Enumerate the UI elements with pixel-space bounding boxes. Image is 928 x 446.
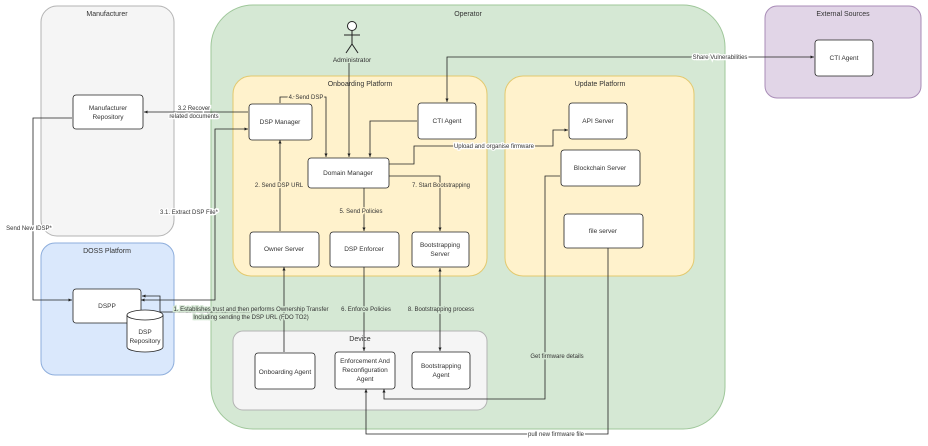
label-send-dsp-url: 2. Send DSP URL	[255, 183, 304, 189]
administrator-label: Administrator	[333, 57, 372, 64]
label-get-firmware-details: Get firmware details	[530, 354, 583, 360]
edge-cti-domain	[368, 120, 417, 157]
node-cti-agent-external[interactable]: CTI Agent	[814, 39, 874, 77]
edge-get-firmware-details	[382, 175, 560, 400]
node-bootstrapping-server[interactable]: Bootstrapping Server	[411, 231, 470, 268]
label-enforce-policies: 6. Enforce Policies	[341, 307, 391, 313]
administrator-actor: Administrator	[333, 21, 372, 64]
node-dsp-repository[interactable]: DSP Repository	[126, 309, 164, 353]
cti-agent-external-label: CTI Agent	[830, 55, 859, 62]
administrator-icon	[344, 21, 360, 54]
bootstrapping-agent-line-1: Bootstrapping	[421, 363, 461, 370]
edge-ownership-transfer	[142, 294, 250, 313]
api-server-label: API Server	[582, 118, 614, 125]
enforcement-agent-line-3: Agent	[357, 376, 374, 383]
node-api-server[interactable]: API Server	[568, 102, 628, 140]
cti-agent-onboarding-label: CTI Agent	[433, 118, 462, 125]
external-sources-title: External Sources	[816, 11, 870, 18]
edge-send-dsp	[279, 96, 328, 157]
bootstrapping-server-line-1: Bootstrapping	[420, 242, 460, 249]
label-establish-trust-1: 1. Establishes trust and then performs O…	[173, 307, 328, 313]
edge-labels: 4. Send DSP 3.2 Recover related document…	[5, 54, 749, 440]
dsp-repository-line-1: DSP	[138, 329, 151, 336]
manufacturer-title: Manufacturer	[86, 11, 128, 18]
dsp-repository-line-2: Repository	[129, 338, 161, 345]
blockchain-server-label: Blockchain Server	[574, 165, 627, 172]
label-pull-firmware-file: pull new firmware file	[528, 432, 585, 438]
onboarding-agent-label: Onboarding Agent	[259, 369, 312, 376]
bootstrapping-server-line-2: Server	[430, 251, 450, 258]
edge-extract-dsp-file	[141, 127, 248, 302]
node-domain-manager[interactable]: Domain Manager	[307, 157, 390, 189]
edge-share-vulnerabilities	[445, 55, 814, 102]
onboarding-platform-title: Onboarding Platform	[328, 81, 393, 88]
operator-title: Operator	[454, 11, 482, 18]
node-blockchain-server[interactable]: Blockchain Server	[560, 149, 641, 187]
doss-platform-title: DOSS Platform	[83, 248, 131, 255]
edge-send-new-idsp	[32, 117, 72, 302]
enforcement-agent-line-1: Enforcement And	[340, 358, 390, 365]
dsp-enforcer-label: DSP Enforcer	[344, 246, 384, 253]
update-platform-title: Update Platform	[575, 81, 626, 88]
label-recover-docs-2: related documents	[169, 114, 218, 120]
node-file-server[interactable]: file server	[563, 213, 644, 249]
bootstrapping-agent-line-2: Agent	[433, 372, 450, 379]
label-recover-docs-1: 3.2 Recover	[178, 106, 210, 112]
node-dspp[interactable]: DSPP	[72, 288, 142, 324]
label-send-new-idsp: Send New IDSP*	[6, 226, 52, 232]
node-manufacturer-repository[interactable]: Manufacturer Repository	[72, 94, 144, 130]
node-dsp-enforcer[interactable]: DSP Enforcer	[329, 231, 400, 268]
dspp-label: DSPP	[98, 303, 116, 310]
enforcement-agent-line-2: Reconfiguration	[342, 367, 388, 374]
node-onboarding-agent[interactable]: Onboarding Agent	[254, 352, 316, 390]
label-share-vulnerabilities: Share Vulnerabilities	[693, 55, 748, 61]
dsp-manager-label: DSP Manager	[260, 119, 302, 126]
edge-upload-firmware	[389, 128, 568, 165]
file-server-label: file server	[589, 228, 618, 235]
domain-manager-label: Domain Manager	[323, 170, 374, 177]
node-bootstrapping-agent[interactable]: Bootstrapping Agent	[411, 351, 471, 390]
label-extract-dsp-file: 3.1. Extract DSP File*	[160, 210, 219, 216]
label-start-bootstrapping: 7. Start Bootstrapping	[412, 183, 470, 189]
label-send-policies: 5. Send Policies	[339, 209, 382, 215]
label-send-dsp: 4. Send DSP	[289, 95, 324, 101]
node-dsp-manager[interactable]: DSP Manager	[248, 103, 313, 141]
node-enforcement-agent[interactable]: Enforcement And Reconfiguration Agent	[334, 351, 396, 390]
node-cti-agent-onboarding[interactable]: CTI Agent	[417, 102, 477, 140]
edge-pull-firmware-file	[364, 248, 609, 435]
manufacturer-repository-line-1: Manufacturer	[89, 105, 128, 112]
label-establish-trust-2: Including sending the DSP URL (FDO TO2)	[193, 315, 309, 321]
edges	[32, 55, 814, 435]
database-icon	[126, 309, 164, 353]
label-bootstrapping-process: 8. Bootstrapping process	[408, 307, 474, 313]
edge-start-bootstrapping	[389, 175, 442, 231]
node-owner-server[interactable]: Owner Server	[249, 231, 320, 268]
manufacturer-repository-line-2: Repository	[92, 114, 124, 121]
owner-server-label: Owner Server	[264, 246, 305, 253]
label-upload-firmware: Upload and organise firmware	[454, 144, 535, 150]
device-title: Device	[349, 336, 371, 343]
